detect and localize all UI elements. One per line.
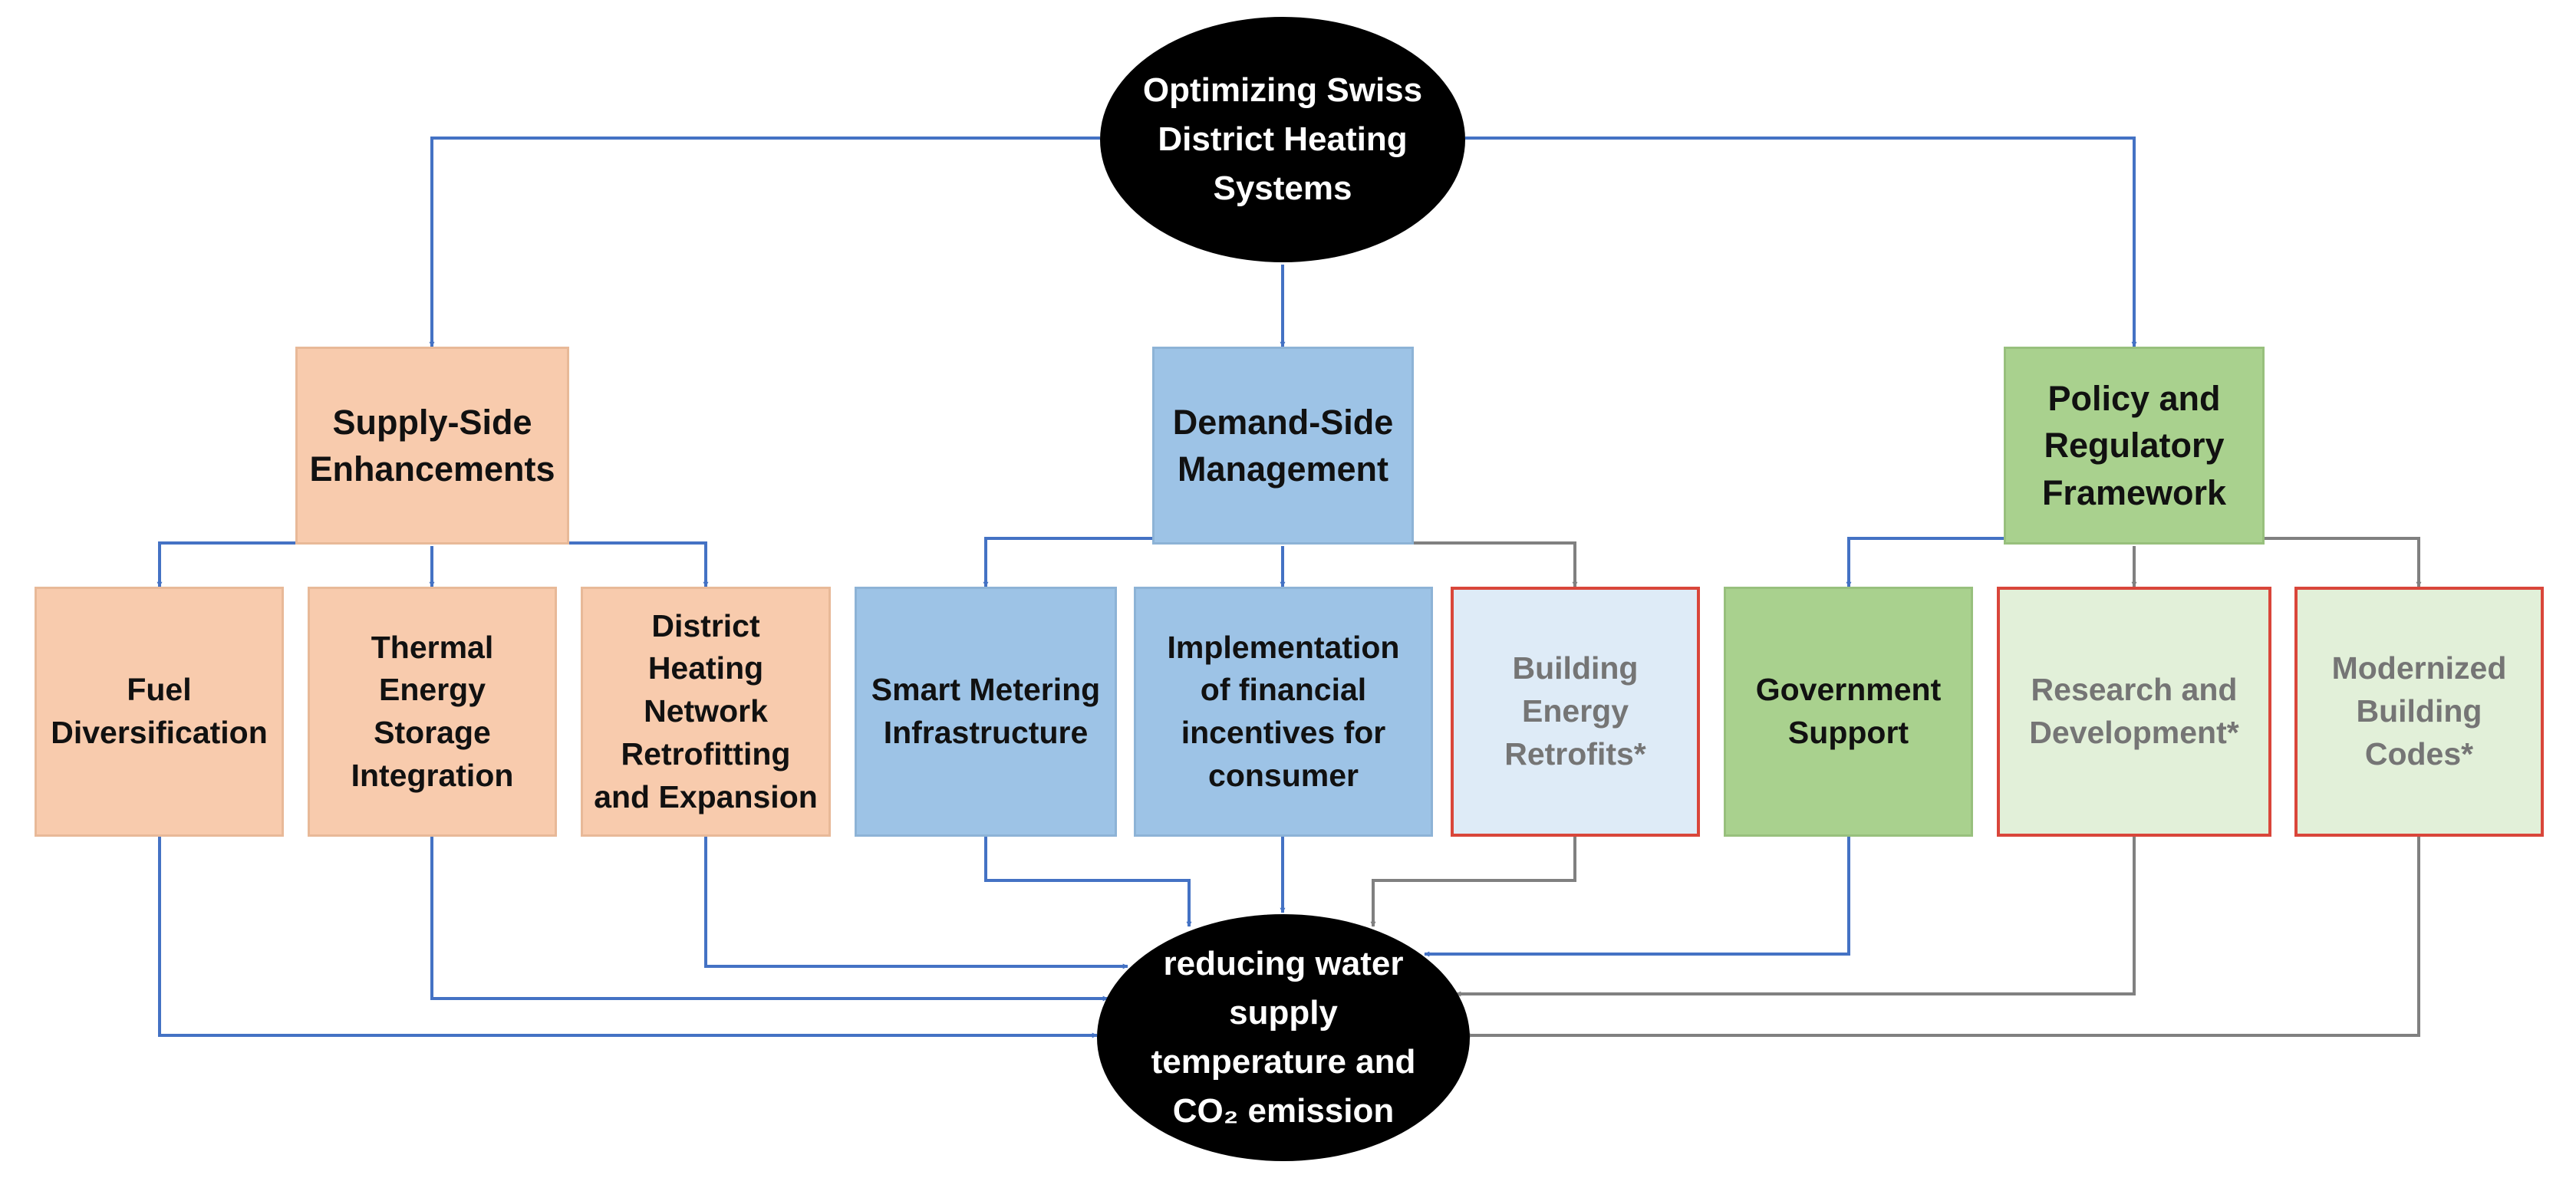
measure-research-and-development: Research and Development* xyxy=(1997,587,2271,837)
connector-demand-to-building-retrofits xyxy=(1414,541,1578,587)
connector-research-to-goal xyxy=(1455,836,2136,997)
category-demand-side-management: Demand-Side Management xyxy=(1152,347,1414,545)
category-supply-side-enhancements: Supply-Side Enhancements xyxy=(295,347,569,545)
measure-network-label: District Heating Network Retrofitting an… xyxy=(594,607,818,814)
connector-policy-to-building-codes xyxy=(2265,537,2422,587)
root-node-optimizing-swiss-district-heating: Optimizing Swiss District Heating System… xyxy=(1100,17,1465,262)
connector-supply-to-network xyxy=(569,541,709,587)
measure-research-label: Research and Development* xyxy=(2029,672,2239,750)
connector-root-to-supply xyxy=(429,137,1100,347)
category-supply-label: Supply-Side Enhancements xyxy=(309,402,555,489)
goal-node-reducing-supply-temperature-co2: reducing water supply temperature and CO… xyxy=(1097,914,1470,1161)
measure-network-retrofitting: District Heating Network Retrofitting an… xyxy=(581,587,831,837)
connector-government-support-to-goal xyxy=(1424,836,1850,957)
connector-building-retrofits-to-goal xyxy=(1370,836,1576,927)
root-node-label: Optimizing Swiss District Heating System… xyxy=(1142,71,1423,207)
connector-smart-metering-to-goal xyxy=(984,836,1192,927)
goal-node-label: reducing water supply temperature and CO… xyxy=(1151,945,1416,1130)
measure-thermal-storage-label: Thermal Energy Storage Integration xyxy=(351,629,514,793)
connector-supply-to-fuel xyxy=(156,541,295,587)
measure-modernized-building-codes: Modernized Building Codes* xyxy=(2294,587,2544,837)
connector-thermal-storage-to-goal xyxy=(430,836,1108,1002)
connector-fuel-to-goal xyxy=(158,836,1098,1038)
measure-building-codes-label: Modernized Building Codes* xyxy=(2331,650,2507,772)
measure-smart-metering-label: Smart Metering Infrastructure xyxy=(871,672,1101,750)
measure-building-energy-retrofits: Building Energy Retrofits* xyxy=(1451,587,1700,837)
measure-government-support-label: Government Support xyxy=(1755,672,1942,750)
connector-network-to-goal xyxy=(704,836,1128,969)
measure-building-retrofits-label: Building Energy Retrofits* xyxy=(1504,650,1646,772)
category-policy-label: Policy and Regulatory Framework xyxy=(2041,379,2227,512)
category-policy-regulatory-framework: Policy and Regulatory Framework xyxy=(2004,347,2265,545)
connector-root-to-policy xyxy=(1465,137,2137,347)
measure-government-support: Government Support xyxy=(1724,587,1973,837)
measure-fuel-diversification: Fuel Diversification xyxy=(35,587,284,837)
connector-demand-to-smart-metering xyxy=(983,537,1152,587)
measure-fuel-label: Fuel Diversification xyxy=(51,672,268,750)
measure-smart-metering: Smart Metering Infrastructure xyxy=(855,587,1117,837)
connector-policy-to-government-support xyxy=(1846,537,2004,587)
connector-building-codes-to-goal xyxy=(1464,836,2420,1038)
category-demand-label: Demand-Side Management xyxy=(1172,402,1394,489)
measure-financial-incentives-label: Implementation of financial incentives f… xyxy=(1167,629,1400,793)
measure-thermal-energy-storage: Thermal Energy Storage Integration xyxy=(308,587,557,837)
measure-financial-incentives: Implementation of financial incentives f… xyxy=(1134,587,1433,837)
